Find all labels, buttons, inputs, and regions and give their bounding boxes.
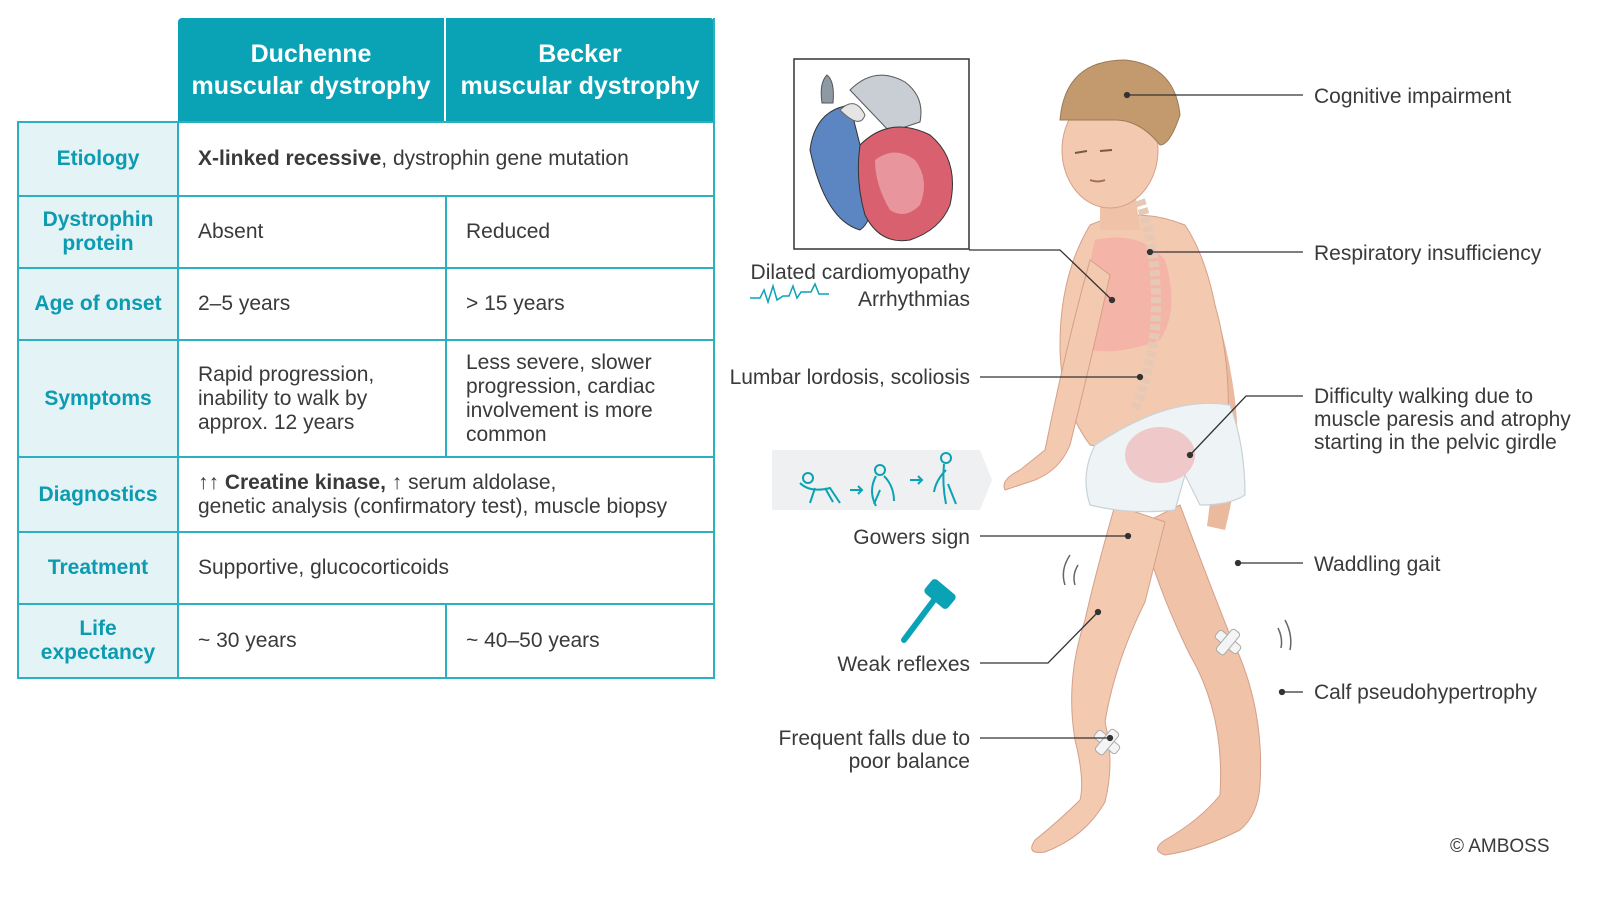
ecg-waveform-icon xyxy=(750,282,829,305)
grid-line xyxy=(18,195,714,197)
label-waddling-gait: Waddling gait xyxy=(1314,553,1441,576)
header-becker-line2: muscular dystrophy xyxy=(460,72,700,100)
symptoms-becker: Less severe, slower progression, cardiac… xyxy=(446,340,714,457)
grid-line xyxy=(18,603,714,605)
row-label-etiology: Etiology xyxy=(18,122,178,196)
label-calf-pseudohypertrophy: Calf pseudohypertrophy xyxy=(1314,681,1537,704)
patient-figure xyxy=(1003,59,1292,856)
symptoms-becker-line4: common xyxy=(466,422,547,446)
symptoms-duchenne: Rapid progression, inability to walk by … xyxy=(178,340,446,457)
grid-line xyxy=(445,604,447,678)
label-frequent-falls-line2: poor balance xyxy=(848,750,970,773)
label-lumbar-lordosis: Lumbar lordosis, scoliosis xyxy=(729,366,970,389)
header-becker-line1: Becker xyxy=(538,40,622,68)
grid-line xyxy=(177,121,179,679)
label-weak-reflexes: Weak reflexes xyxy=(837,653,970,676)
row-label-diagnostics: Diagnostics xyxy=(18,457,178,532)
diagnostics-rest: ↑ serum aldolase, xyxy=(385,470,557,494)
row-label-onset: Age of onset xyxy=(18,268,178,340)
label-difficulty-walking: Difficulty walking due to muscle paresis… xyxy=(1314,385,1571,454)
row-label-dystrophin-line1: Dystrophin xyxy=(42,208,154,231)
grid-line xyxy=(18,339,714,341)
label-frequent-falls: Frequent falls due to poor balance xyxy=(720,727,970,773)
symptoms-becker-line2: progression, cardiac xyxy=(466,374,656,398)
label-arrhythmias: Arrhythmias xyxy=(857,288,970,311)
label-difficulty-walking-line2: muscle paresis and atrophy xyxy=(1314,408,1571,431)
etiology-bold: X-linked recessive xyxy=(198,147,382,170)
row-label-treatment: Treatment xyxy=(18,532,178,604)
copyright-notice: © AMBOSS xyxy=(1450,836,1550,857)
dystrophin-duchenne-text: Absent xyxy=(198,220,264,243)
onset-duchenne-text: 2–5 years xyxy=(198,292,291,315)
heart-inset xyxy=(793,58,970,250)
row-label-treatment-text: Treatment xyxy=(47,556,149,579)
grid-line xyxy=(18,267,714,269)
symptoms-duchenne-line2: inability to walk by xyxy=(198,386,368,410)
onset-becker: > 15 years xyxy=(446,268,714,340)
header-duchenne-line1: Duchenne xyxy=(250,40,372,68)
comparison-table: Duchenne muscular dystrophy Becker muscu… xyxy=(0,0,720,700)
grid-line xyxy=(18,677,714,679)
life-becker-text: ~ 40–50 years xyxy=(466,629,600,652)
grid-line xyxy=(18,531,714,533)
dystrophin-becker: Reduced xyxy=(446,196,714,268)
row-label-onset-text: Age of onset xyxy=(34,292,162,315)
label-difficulty-walking-line1: Difficulty walking due to xyxy=(1314,385,1534,408)
label-respiratory-insufficiency: Respiratory insufficiency xyxy=(1314,242,1542,265)
dystrophin-becker-text: Reduced xyxy=(466,220,551,243)
row-label-etiology-text: Etiology xyxy=(56,147,140,170)
life-duchenne: ~ 30 years xyxy=(178,604,446,678)
symptoms-becker-line1: Less severe, slower xyxy=(466,350,652,374)
treatment-value: Supportive, glucocorticoids xyxy=(178,532,714,604)
row-label-diagnostics-text: Diagnostics xyxy=(38,482,158,506)
etiology-value: X-linked recessive, dystrophin gene muta… xyxy=(178,122,714,196)
label-difficulty-walking-line3: starting in the pelvic girdle xyxy=(1314,431,1557,454)
header-duchenne: Duchenne muscular dystrophy xyxy=(178,18,444,122)
grid-line xyxy=(444,18,445,122)
row-label-dystrophin: Dystrophin protein xyxy=(18,196,178,268)
symptoms-duchenne-line1: Rapid progression, xyxy=(198,362,375,386)
row-label-dystrophin-line2: protein xyxy=(62,232,134,255)
etiology-rest: , dystrophin gene mutation xyxy=(381,147,629,170)
symptoms-duchenne-line3: approx. 12 years xyxy=(198,410,355,434)
diagnostics-bold: ↑↑ Creatine kinase, xyxy=(198,470,386,494)
onset-duchenne: 2–5 years xyxy=(178,268,446,340)
grid-line xyxy=(18,456,714,458)
diagnostics-line2: genetic analysis (confirmatory test), mu… xyxy=(198,494,668,518)
row-label-life: Life expectancy xyxy=(18,604,178,678)
reflex-hammer-icon xyxy=(901,579,956,643)
treatment-text: Supportive, glucocorticoids xyxy=(198,556,449,579)
grid-line xyxy=(445,196,447,340)
grid-line xyxy=(17,121,19,679)
dystrophin-duchenne: Absent xyxy=(178,196,446,268)
label-frequent-falls-line1: Frequent falls due to xyxy=(778,727,970,750)
row-label-symptoms: Symptoms xyxy=(18,340,178,457)
symptoms-becker-line3: involvement is more xyxy=(466,398,653,422)
header-duchenne-line2: muscular dystrophy xyxy=(191,72,431,100)
diagnostics-value: ↑↑ Creatine kinase, ↑ serum aldolase, ge… xyxy=(178,457,714,532)
row-label-life-line2: expectancy xyxy=(40,641,156,664)
life-duchenne-text: ~ 30 years xyxy=(198,629,297,652)
leader-lines xyxy=(969,91,1303,742)
onset-becker-text: > 15 years xyxy=(466,292,565,315)
life-becker: ~ 40–50 years xyxy=(446,604,714,678)
label-cognitive-impairment: Cognitive impairment xyxy=(1314,85,1512,108)
grid-line xyxy=(445,340,447,457)
header-becker: Becker muscular dystrophy xyxy=(446,18,714,122)
gowers-sign-icon xyxy=(772,450,992,510)
grid-line xyxy=(713,18,715,679)
grid-line xyxy=(18,121,714,123)
row-label-life-line1: Life xyxy=(79,617,117,640)
label-gowers-sign: Gowers sign xyxy=(853,526,970,549)
label-dilated-cardiomyopathy: Dilated cardiomyopathy xyxy=(750,261,970,284)
row-label-symptoms-text: Symptoms xyxy=(44,386,152,410)
